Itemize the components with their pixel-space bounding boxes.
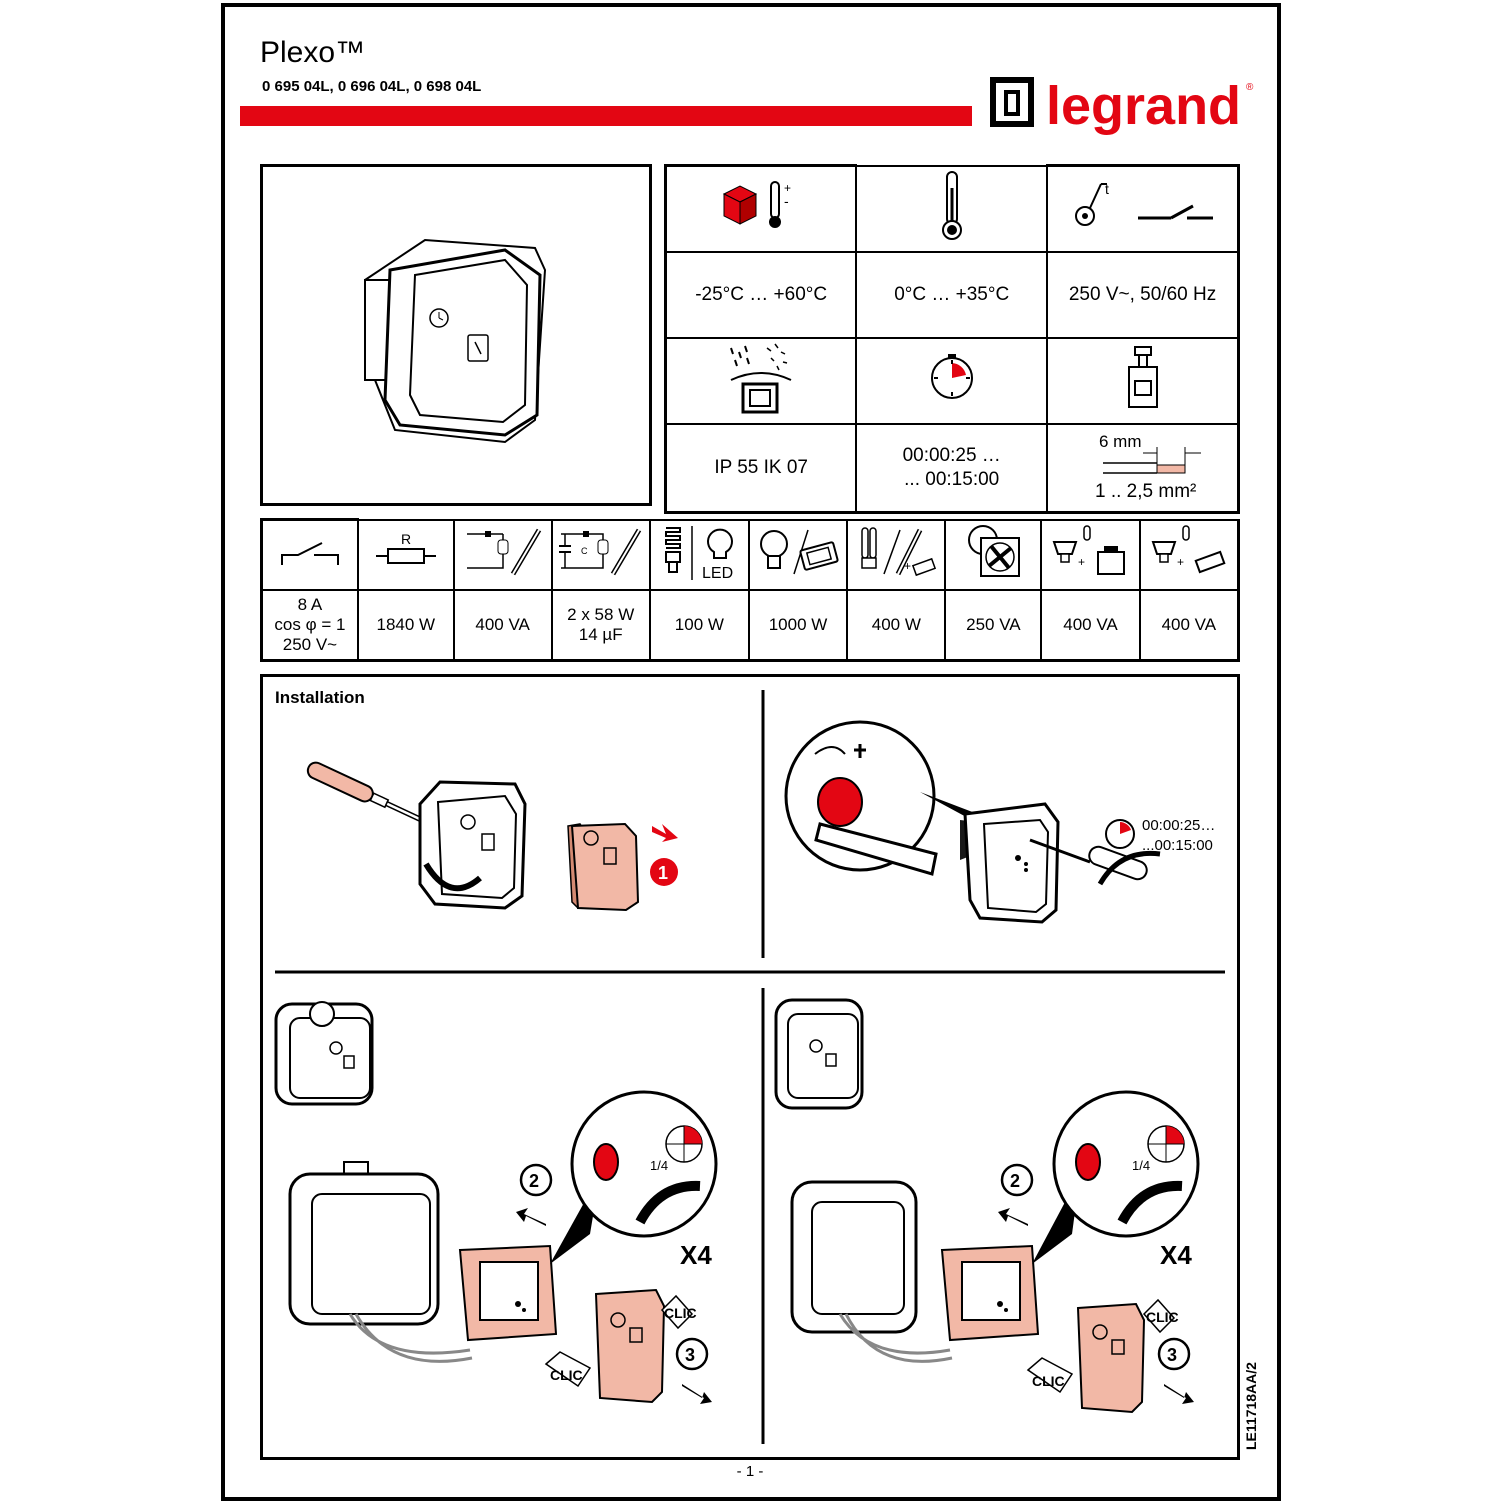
load-icon-motor [944,518,1043,591]
step-2-number-b: 2 [1010,1171,1020,1191]
step-assembly-flush: 1/4 2 X4 CLIC CLIC 3 [774,998,1200,1414]
timer-range: 00:00:25 … ... 00:15:00 [855,422,1049,514]
clic-label-bottom-b: CLIC [1032,1373,1065,1389]
header-red-bar [240,106,972,126]
load-value-fluorescent: 400 VA [452,589,553,662]
load-icon-switch [259,518,359,591]
page-number: - 1 - [736,1463,764,1480]
operating-temperature: 0°C … +35°C [855,250,1049,339]
installation-diagrams: 1 00:00:25… ...00:15:00 [274,690,1225,1444]
supply-voltage: 250 V~, 50/60 Hz [1046,250,1241,339]
step-1-number: 1 [658,863,668,883]
svg-text:+: + [904,559,911,573]
resistor-label: R [401,532,411,547]
timer-range-min: 00:00:25 … [902,444,1001,466]
cable-section: 1 .. 2,5 mm² [1095,481,1196,502]
device-illustration [363,238,547,444]
ip-ik-rating: IP 55 IK 07 [714,456,808,478]
contact-voltage: 250 V~ [282,635,338,654]
timer-switch-icon-cell: t [1046,164,1241,253]
quarter-turn-label-2: 1/4 [1132,1158,1150,1173]
led-label: LED [702,565,733,582]
load-value-elv-transformer: 400 VA [1040,589,1141,662]
strip-length: 6 mm [1099,432,1142,451]
contact-current: 8 A [297,595,323,614]
load-icon-resistive: R [356,518,455,591]
load-value-compensated-fluorescent: 2 x 58 W 14 µF [550,589,651,662]
step-2-number: 2 [529,1171,539,1191]
load-value-fluocompact: 400 W [846,589,947,662]
timer-range-max: ... 00:15:00 [904,468,1000,490]
terminal-icon-cell [1046,336,1241,425]
svg-text:+: + [1078,555,1085,569]
times-label-b: X4 [1160,1240,1192,1270]
screw-terminal-icon [1127,345,1158,408]
step-3-number-b: 3 [1167,1345,1177,1365]
timer-switch-icon: t [1074,181,1213,226]
contact-power-factor: cos φ = 1 [274,615,346,634]
fan-motor-icon [968,525,1021,578]
protection-rating: IP 55 IK 07 [664,422,858,514]
storage-temperature: -25°C … +60°C [664,250,858,339]
document-reference: LE11718AA/2 [1243,1362,1259,1450]
fluorescent-ballast-icon [466,528,541,576]
svg-text:t: t [1105,181,1109,197]
svg-text:+: + [784,181,791,195]
step-3-number: 3 [685,1345,695,1365]
fluocompact-ballast-icon: + [861,527,937,577]
load-icon-incandescent-halogen [747,518,849,591]
wire-strip-icon: 6 mm 1 .. 2,5 mm² [1095,432,1201,502]
capacitor-label: C [581,546,588,556]
load-icon-compensated-fluorescent: C [550,518,651,591]
elv-halogen-transformer-icon: + [1053,525,1126,576]
quarter-turn-label: 1/4 [650,1158,668,1173]
load-value-motor: 250 VA [944,589,1043,662]
incandescent-halogen-icon [760,530,839,575]
svg-text:®: ® [1246,82,1254,93]
thermometer-icon-cell [855,164,1049,253]
compensated-fluorescent-icon: C [558,528,641,576]
legrand-logo: legrand ® [990,76,1254,136]
load-value-resistive: 1840 W [356,589,455,662]
water-dust-protection-icon [730,343,792,413]
thermometer-icon [941,170,962,240]
storage-box-thermometer-icon: + - [723,180,791,228]
spec-table: + - t -25°C … + [664,164,1241,514]
clic-label-bottom: CLIC [550,1367,583,1383]
logo-text: legrand [1046,76,1241,136]
load-value-elv-electronic: 400 VA [1138,589,1240,662]
switch-contact-icon [280,541,339,565]
load-value-cfl-led: 100 W [648,589,750,662]
timer-max-value: ...00:15:00 [1142,837,1213,854]
load-icon-fluorescent [452,518,553,591]
step-adjust-timer: 00:00:25… ...00:15:00 [784,720,1215,924]
loads-table: R C [259,518,1240,662]
step-1-badge [650,858,678,886]
wiring-cell: 6 mm 1 .. 2,5 mm² [1046,422,1241,514]
svg-text:-: - [784,193,789,209]
timer-min-value: 00:00:25… [1142,817,1215,834]
product-references: 0 695 04L, 0 696 04L, 0 698 04L [262,78,482,95]
load-value-contact: 8 A cos φ = 1 250 V~ [259,589,359,662]
clic-label-top-b: CLIC [1146,1309,1179,1325]
timer-clock-icon [930,353,973,399]
elv-halogen-electronic-icon: + [1151,525,1226,574]
step-remove-cover: 1 [306,761,678,912]
load-icon-elv-halogen-transformer: + [1040,518,1141,591]
load-icon-elv-halogen-electronic: + [1138,518,1240,591]
load-value-incandescent: 1000 W [747,589,849,662]
installation-title: Installation [275,688,365,707]
clic-label-top: CLIC [664,1305,697,1321]
step-assembly-surface: 1/4 2 X4 CLIC CLIC 3 [274,1001,718,1404]
cfl-led-lamp-icon: LED [665,526,733,582]
load-icon-cfl-led: LED [648,518,750,591]
resistor-icon: R [375,531,436,565]
protection-icon-cell [664,336,858,425]
storage-icon-cell: + - [664,164,858,253]
times-label: X4 [680,1240,712,1270]
product-title: Plexo™ [260,36,366,69]
load-icon-fluocompact: + [846,518,947,591]
timer-icon-cell [855,336,1049,425]
svg-text:+: + [1177,555,1184,569]
